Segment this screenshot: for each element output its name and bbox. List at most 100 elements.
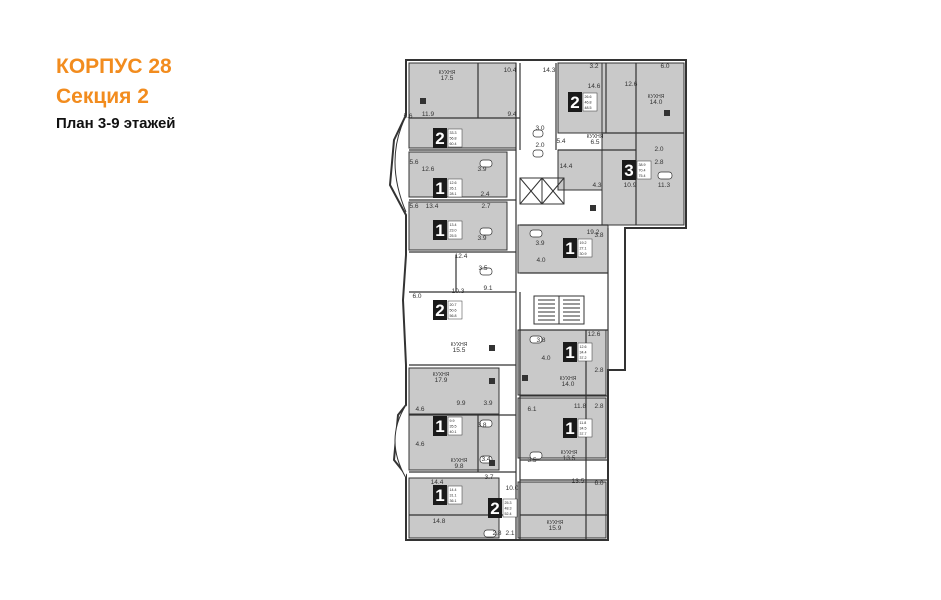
room-label: КУХНЯ [560, 376, 577, 382]
room: 12.6 [625, 81, 638, 88]
room: 5.6 [403, 113, 412, 120]
apartment-zone[interactable] [408, 62, 517, 149]
badge-box [433, 178, 447, 198]
room: 3.5 [478, 265, 487, 272]
apartment-area: 38.9 [639, 163, 646, 167]
apartment-area: 34.4 [580, 351, 587, 355]
room-area: 3.9 [483, 400, 492, 407]
badge-box [433, 485, 447, 505]
room: 3.9 [477, 235, 486, 242]
apartment-area: 48.5 [585, 106, 592, 110]
room: 10.4 [504, 67, 517, 74]
room-area: 6.0 [594, 480, 603, 487]
room: 3.9 [483, 400, 492, 407]
room-count: 1 [565, 419, 574, 438]
badge-box [563, 418, 577, 438]
room-area: 9.1 [483, 285, 492, 292]
room-area: 9.9 [456, 400, 465, 407]
apartment-area: 48.3 [505, 507, 512, 511]
room: 4.3 [592, 182, 601, 189]
room: 2.8 [594, 367, 603, 374]
apartment-area: 23.0 [450, 229, 457, 233]
area-box [582, 92, 598, 112]
apartment-area: 12.6 [450, 181, 457, 185]
badge-box [563, 342, 577, 362]
room-area: 12.6 [588, 331, 601, 338]
room-area: 14.0 [650, 99, 663, 106]
apartment-area: 60.4 [450, 142, 457, 146]
room: 2.0 [654, 146, 663, 153]
apartment-area: 46.8 [585, 101, 592, 105]
apartment-area: 35.5 [450, 425, 457, 429]
balconies [394, 115, 407, 479]
apartment-zone[interactable] [557, 149, 603, 191]
fixtures [479, 129, 673, 538]
room-area: 2.0 [535, 142, 544, 149]
balcony [394, 115, 407, 213]
room-area: 13.5 [563, 455, 576, 462]
room-area: 13.5 [572, 478, 585, 485]
room: 14.4 [431, 479, 444, 486]
room: 10.3 [452, 288, 465, 295]
apartment-area: 37.7 [580, 432, 587, 436]
apartment-area: 19.2 [580, 241, 587, 245]
badge-box [433, 416, 447, 436]
room: 12.6 [422, 166, 435, 173]
room-area: 17.5 [441, 75, 454, 82]
room: 2.1 [505, 530, 514, 537]
apartment-zone[interactable] [517, 481, 607, 539]
room-area: 4.3 [592, 182, 601, 189]
room-area: 10.9 [624, 182, 637, 189]
area-box [447, 178, 463, 198]
room-area: 6.0 [412, 293, 421, 300]
room: 4.0 [541, 355, 550, 362]
room-area: 12.6 [625, 81, 638, 88]
building-title: КОРПУС 28 [56, 55, 172, 78]
apartment-area: 34.5 [580, 427, 587, 431]
room: 3.8 [536, 337, 545, 344]
room-area: 14.4 [560, 163, 573, 170]
apartment-area: 70.4 [639, 169, 646, 173]
section-title: Секция 2 [56, 85, 149, 108]
room: 2.8 [654, 159, 663, 166]
apartment-area: 9.9 [450, 419, 455, 423]
room-count: 1 [565, 239, 574, 258]
apartment-zone[interactable] [601, 62, 685, 226]
core [519, 177, 585, 325]
area-box [447, 485, 463, 505]
room: 14.8 [433, 518, 446, 525]
room-area: 10.3 [452, 288, 465, 295]
room-area: 9.4 [507, 111, 516, 118]
area-box [447, 416, 463, 436]
room: 2.8 [492, 530, 501, 537]
room-area: 4.0 [541, 355, 550, 362]
room: 11.3 [658, 182, 671, 189]
room-area: 3.9 [535, 240, 544, 247]
room: 6.0 [660, 63, 669, 70]
apartment-area: 31.1 [450, 494, 457, 498]
apartment-zones [408, 62, 685, 539]
apartment-area: 25.5 [450, 234, 457, 238]
room-label: КУХНЯ [587, 134, 604, 140]
room: 4.6 [415, 441, 424, 448]
apartment-zone[interactable] [408, 367, 500, 415]
room: 13.5 [572, 478, 585, 485]
room: 6.0 [412, 293, 421, 300]
